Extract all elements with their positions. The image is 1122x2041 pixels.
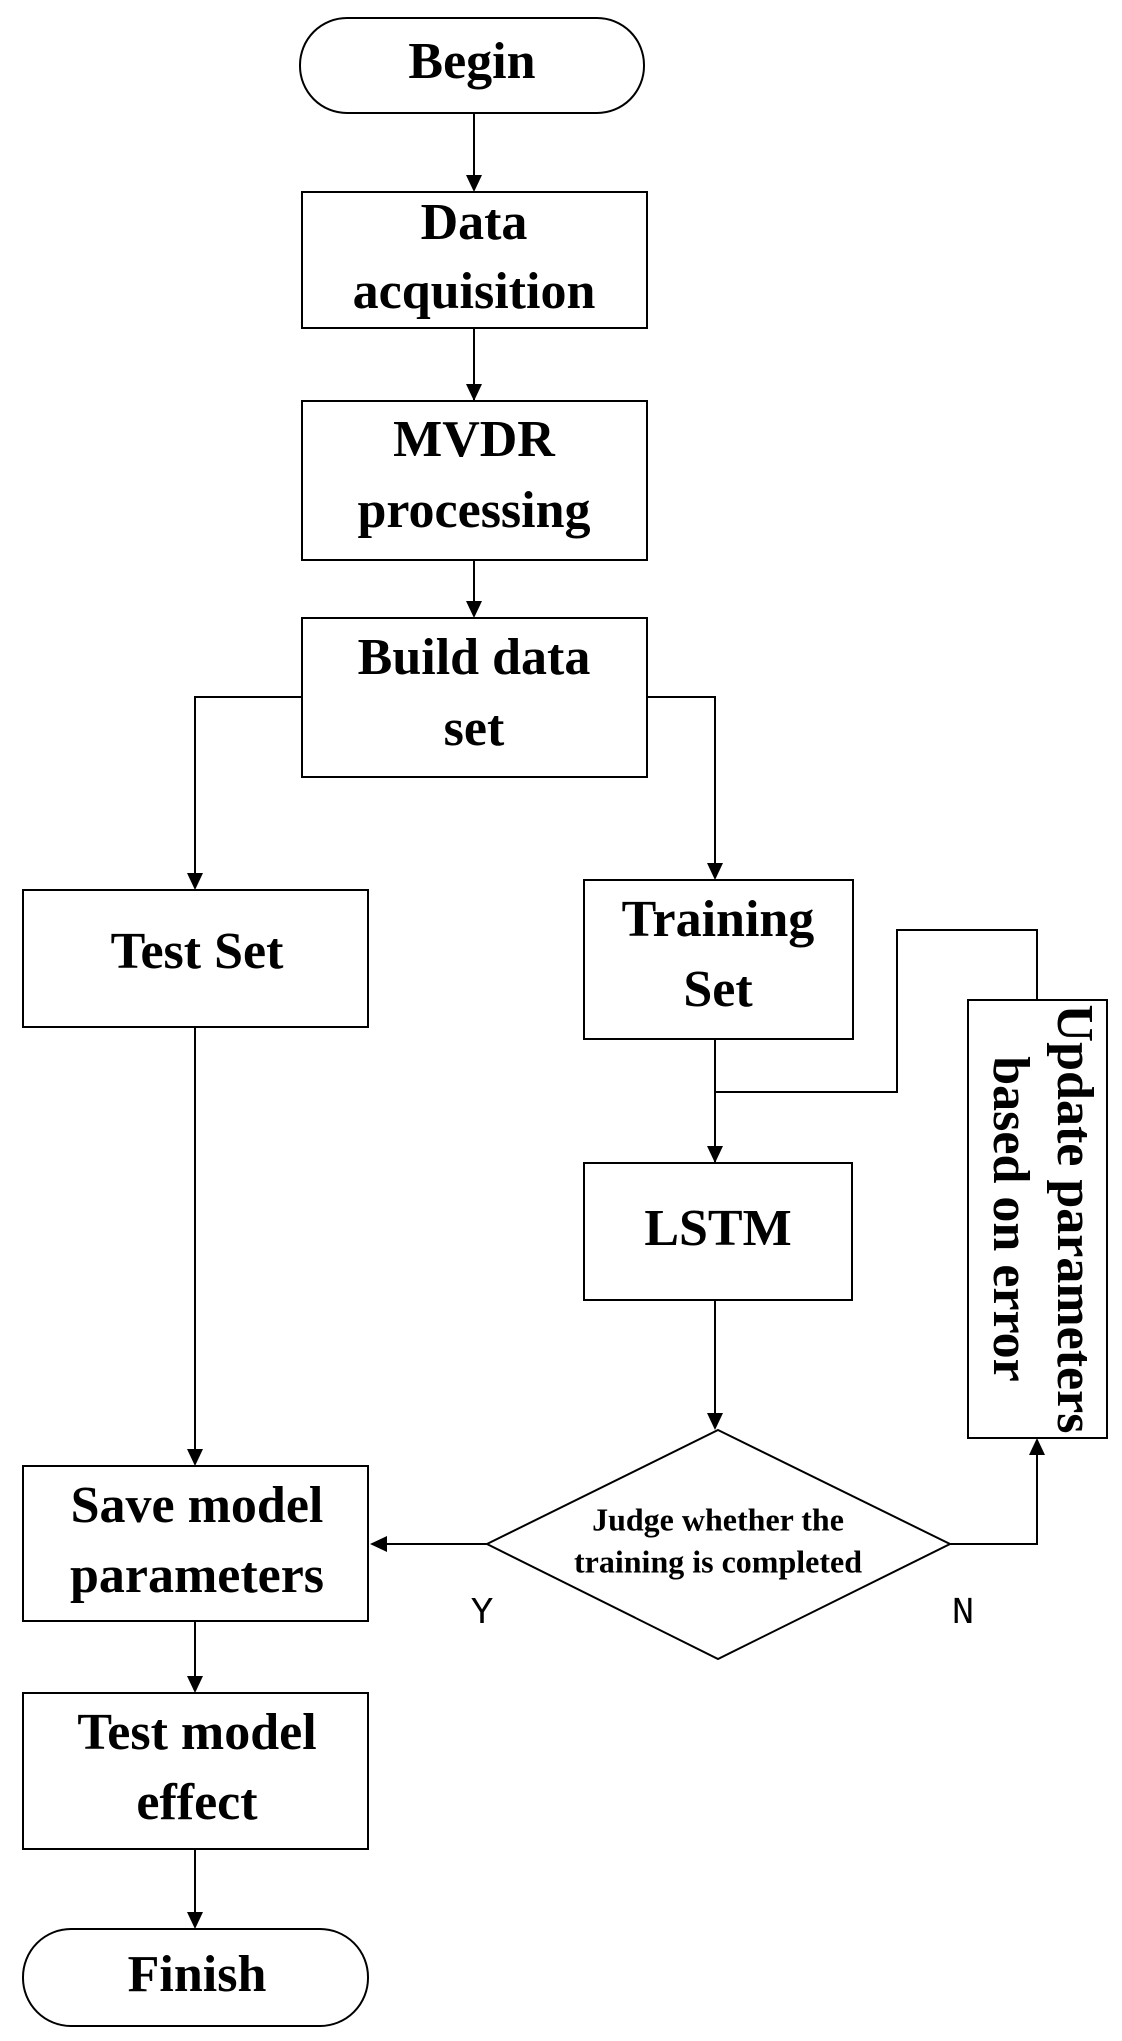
save-model-label-line-2: parameters bbox=[70, 1547, 324, 1604]
judge-label-line-2: training is completed bbox=[574, 1543, 862, 1579]
data-acquisition-label-line-2: acquisition bbox=[353, 263, 596, 320]
edge-build-to-test-set bbox=[194, 696, 302, 888]
node-training-set: Training Set bbox=[583, 879, 854, 1040]
arrowhead-save-model-top bbox=[187, 1449, 203, 1466]
node-finish: Finish bbox=[22, 1928, 369, 2027]
arrowhead-judge bbox=[707, 1413, 723, 1430]
build-data-set-label-line-1: Build data bbox=[358, 629, 591, 686]
edge-update-feedback-loop bbox=[715, 929, 1038, 1093]
no-edge-label: N bbox=[952, 1592, 975, 1635]
connectors bbox=[187, 113, 1045, 1929]
lstm-box bbox=[583, 1162, 853, 1301]
update-parameters-label-line-1: Update parameters bbox=[1046, 1005, 1103, 1434]
update-parameters-box bbox=[967, 999, 1108, 1439]
judge-decision-diamond bbox=[484, 1428, 953, 1661]
mvdr-processing-label-line-1: MVDR bbox=[393, 411, 556, 468]
node-lstm: LSTM bbox=[583, 1162, 853, 1301]
node-save-model: Save model parameters bbox=[22, 1465, 369, 1622]
test-model-label-line-2: effect bbox=[136, 1774, 258, 1831]
edge-judge-to-update bbox=[948, 1440, 1038, 1545]
node-test-model: Test model effect bbox=[22, 1692, 369, 1850]
begin-terminator bbox=[299, 17, 645, 114]
judge-label-line-1: Judge whether the bbox=[592, 1501, 844, 1537]
arrowhead-save-model-side bbox=[370, 1536, 387, 1552]
node-begin: Begin bbox=[299, 17, 645, 114]
test-set-label: Test Set bbox=[111, 923, 285, 980]
edge-build-to-training-set bbox=[647, 696, 716, 878]
training-set-box bbox=[583, 879, 854, 1040]
arrowhead-lstm bbox=[707, 1146, 723, 1163]
arrowhead-mvdr bbox=[466, 384, 482, 401]
yes-edge-label: Y bbox=[471, 1592, 494, 1635]
node-judge: Judge whether the training is completed bbox=[484, 1428, 953, 1661]
arrowhead-build-data-set bbox=[466, 601, 482, 618]
data-acquisition-label-line-1: Data bbox=[421, 194, 528, 251]
test-set-box bbox=[22, 889, 369, 1028]
lstm-label: LSTM bbox=[644, 1200, 791, 1257]
test-model-label-line-1: Test model bbox=[77, 1704, 316, 1761]
arrowhead-test-set bbox=[187, 873, 203, 890]
mvdr-processing-box bbox=[301, 400, 648, 561]
save-model-box bbox=[22, 1465, 369, 1622]
build-data-set-box bbox=[301, 617, 648, 778]
arrowhead-training-set bbox=[707, 863, 723, 880]
node-test-set: Test Set bbox=[22, 889, 369, 1028]
finish-label: Finish bbox=[128, 1946, 267, 2003]
node-build-data-set: Build data set bbox=[301, 617, 648, 778]
mvdr-processing-label-line-2: processing bbox=[357, 482, 590, 539]
node-data-acquisition: Data acquisition bbox=[301, 191, 648, 329]
finish-terminator bbox=[22, 1928, 369, 2027]
arrowhead-update bbox=[1029, 1438, 1045, 1455]
update-parameters-label-line-2: based on error bbox=[982, 1056, 1039, 1381]
build-data-set-label-line-2: set bbox=[444, 700, 505, 757]
begin-label: Begin bbox=[408, 33, 535, 90]
node-update-parameters: Update parameters based on error bbox=[967, 999, 1108, 1439]
arrowhead-finish bbox=[187, 1912, 203, 1929]
training-set-label-line-1: Training bbox=[622, 891, 815, 948]
save-model-label-line-1: Save model bbox=[71, 1477, 324, 1534]
training-set-label-line-2: Set bbox=[683, 961, 753, 1018]
arrowhead-data-acquisition bbox=[466, 175, 482, 192]
test-model-box bbox=[22, 1692, 369, 1850]
node-mvdr-processing: MVDR processing bbox=[301, 400, 648, 561]
data-acquisition-box bbox=[301, 191, 648, 329]
arrowhead-test-model bbox=[187, 1676, 203, 1693]
